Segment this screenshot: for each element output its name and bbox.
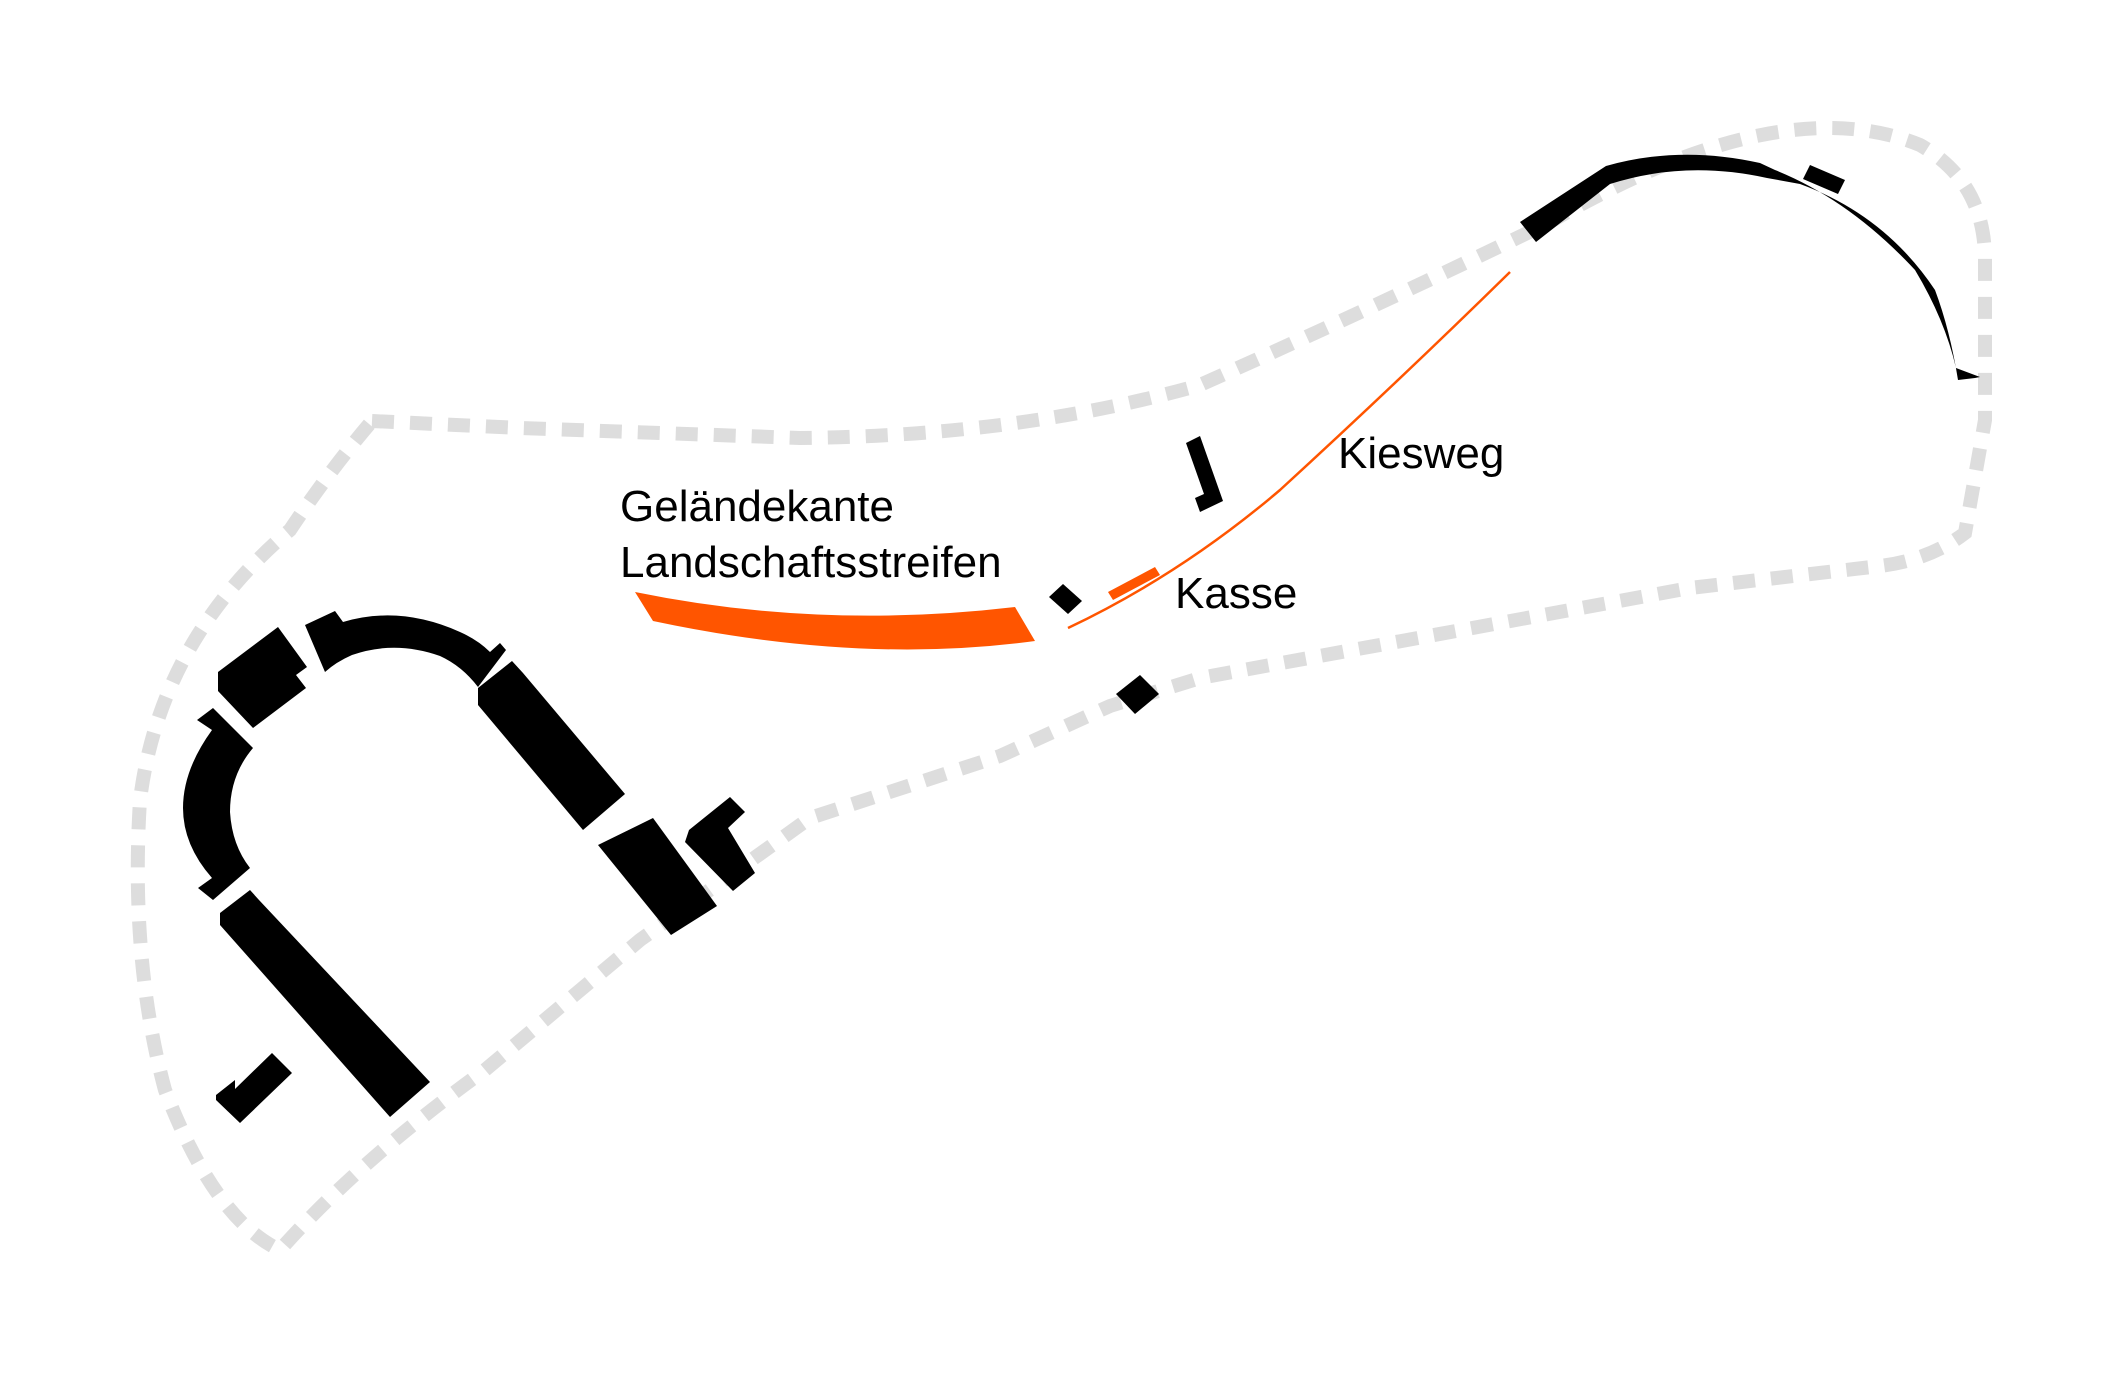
label-gelaendekante: Geländekante bbox=[620, 482, 894, 531]
building-arc-northeast-notch bbox=[1803, 165, 1845, 194]
building-arc-north bbox=[305, 611, 506, 687]
building-block-northwest bbox=[218, 627, 307, 728]
kiesweg-path-line bbox=[1067, 271, 1511, 630]
gelaendekante-strip bbox=[635, 592, 1035, 650]
kiosk-structure-south bbox=[1116, 675, 1159, 714]
building-wing-southwest bbox=[220, 890, 430, 1117]
kasse-booth bbox=[1049, 584, 1082, 614]
kasse-marker bbox=[1108, 567, 1160, 600]
label-kiesweg: Kiesweg bbox=[1338, 429, 1504, 478]
site-boundary bbox=[130, 121, 1992, 1259]
building-block-southwest bbox=[216, 1053, 292, 1123]
label-kasse: Kasse bbox=[1175, 569, 1297, 618]
building-block-south bbox=[598, 818, 717, 935]
building-block-southeast bbox=[685, 797, 755, 891]
kiosk-structure-north bbox=[1186, 436, 1223, 512]
building-arc-northeast bbox=[1520, 154, 1980, 380]
building-wing-east bbox=[478, 661, 625, 830]
label-landschaftsstreifen: Landschaftsstreifen bbox=[620, 538, 1002, 587]
building-complex-west bbox=[183, 611, 755, 1123]
building-arc-west bbox=[183, 708, 253, 900]
